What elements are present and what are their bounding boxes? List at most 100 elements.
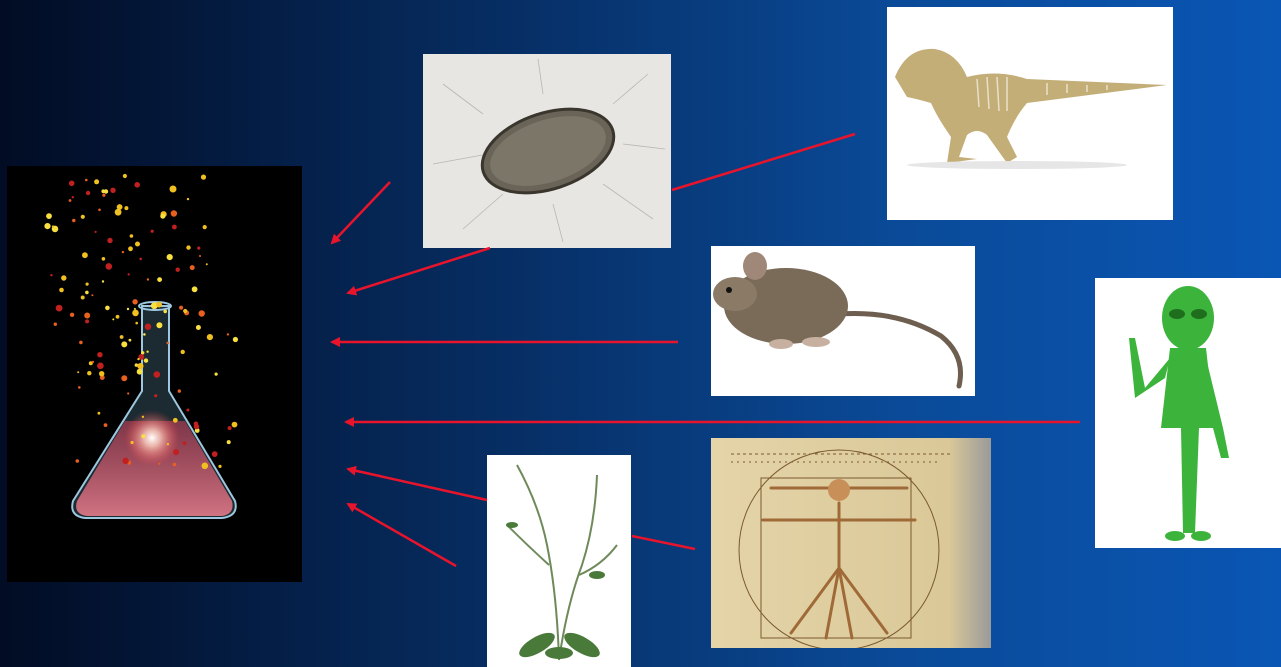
spark-dot [173, 449, 179, 455]
spark-dot [94, 179, 99, 184]
spark-dot [141, 434, 145, 438]
spark-dot [215, 373, 218, 376]
spark-dot [227, 333, 229, 335]
spark-dot [121, 341, 127, 347]
spark-dot [139, 258, 142, 261]
spark-dot [69, 181, 75, 187]
spark-dot [227, 440, 231, 444]
spark-dot [183, 309, 187, 313]
spark-dot [134, 308, 136, 310]
spark-dot [179, 306, 183, 310]
arrow-bacterium [332, 182, 390, 243]
arrow-vitruvian-b [348, 469, 487, 500]
plant-image [487, 455, 631, 667]
spark-dot [116, 315, 120, 319]
mouse-image [711, 246, 975, 396]
spark-dot [197, 247, 200, 250]
spark-dot [127, 308, 129, 310]
spark-dot [228, 426, 232, 430]
arrow-dinosaur-a [672, 134, 855, 190]
spark-dot [46, 213, 52, 219]
spark-dot [112, 318, 114, 320]
vitruvian-image [711, 438, 991, 648]
spark-dot [154, 371, 161, 378]
spark-dot [170, 186, 177, 193]
spark-dot [154, 394, 157, 397]
spark-dot [160, 214, 165, 219]
spark-dot [85, 319, 89, 323]
spark-dot [122, 458, 128, 464]
spark-dot [91, 294, 93, 296]
spark-dot [50, 274, 52, 276]
spark-dot [199, 255, 201, 257]
arrow-plant [348, 504, 456, 566]
arrow-vitruvian-a [632, 536, 695, 549]
spark-dot [137, 363, 143, 369]
spark-dot [172, 225, 177, 230]
spark-dot [121, 375, 127, 381]
spark-dot [173, 418, 178, 423]
erlenmeyer-flask-icon [7, 166, 302, 582]
spark-dot [123, 174, 127, 178]
spark-dot [202, 463, 209, 470]
spark-dot [77, 371, 79, 373]
spark-dot [199, 310, 205, 316]
spark-dot [157, 277, 162, 282]
spark-dot [59, 288, 64, 293]
spark-dot [97, 363, 104, 370]
spark-dot [82, 252, 88, 258]
spark-dot [102, 194, 105, 197]
spark-dot [186, 409, 189, 412]
spark-dot [98, 412, 101, 415]
spark-dot [129, 339, 132, 342]
arrow-dinosaur-b [348, 248, 490, 293]
spark-dot [132, 310, 139, 317]
flask-image [7, 166, 302, 582]
spark-dot [201, 175, 206, 180]
spark-dot [128, 273, 130, 275]
spark-dot [70, 313, 74, 317]
spark-dot [218, 465, 221, 468]
spark-dot [95, 231, 97, 233]
spark-dot [76, 459, 80, 463]
spark-dot [120, 335, 124, 339]
spark-dot [107, 238, 112, 243]
spark-dot [86, 283, 89, 286]
spark-dot [81, 296, 85, 300]
spark-dot [69, 199, 72, 202]
spark-dot [192, 286, 198, 292]
spark-dot [206, 263, 208, 265]
spark-dot [158, 463, 160, 465]
t-rex-skeleton-icon [887, 7, 1173, 220]
bacterium-image [423, 54, 671, 248]
spark-dot [110, 188, 115, 193]
spark-dot [52, 225, 54, 227]
spark-dot [104, 423, 108, 427]
spark-dot [135, 322, 138, 325]
spark-dot [98, 209, 101, 212]
spark-dot [102, 257, 106, 261]
spark-dot [141, 351, 144, 354]
spark-dot [87, 371, 91, 375]
spark-dot [156, 322, 162, 328]
spark-dot [156, 302, 162, 308]
spark-dot [176, 268, 180, 272]
spark-dot [92, 361, 94, 363]
spark-dot [86, 191, 90, 195]
spark-dot [232, 422, 238, 428]
spark-dot [134, 182, 140, 188]
spark-dot [173, 463, 177, 467]
spark-dot [105, 306, 110, 311]
spark-dot [187, 198, 189, 200]
spark-dot [117, 204, 123, 210]
spark-dot [183, 441, 187, 445]
spark-dot [102, 280, 104, 282]
green-alien-icon [1095, 278, 1281, 548]
spark-dot [85, 291, 89, 295]
spark-dot [128, 246, 133, 251]
spark-dot [167, 254, 173, 260]
mouse-icon [711, 246, 975, 396]
spark-dot [106, 263, 113, 270]
spark-dot [61, 275, 66, 280]
spark-dot [99, 371, 104, 376]
